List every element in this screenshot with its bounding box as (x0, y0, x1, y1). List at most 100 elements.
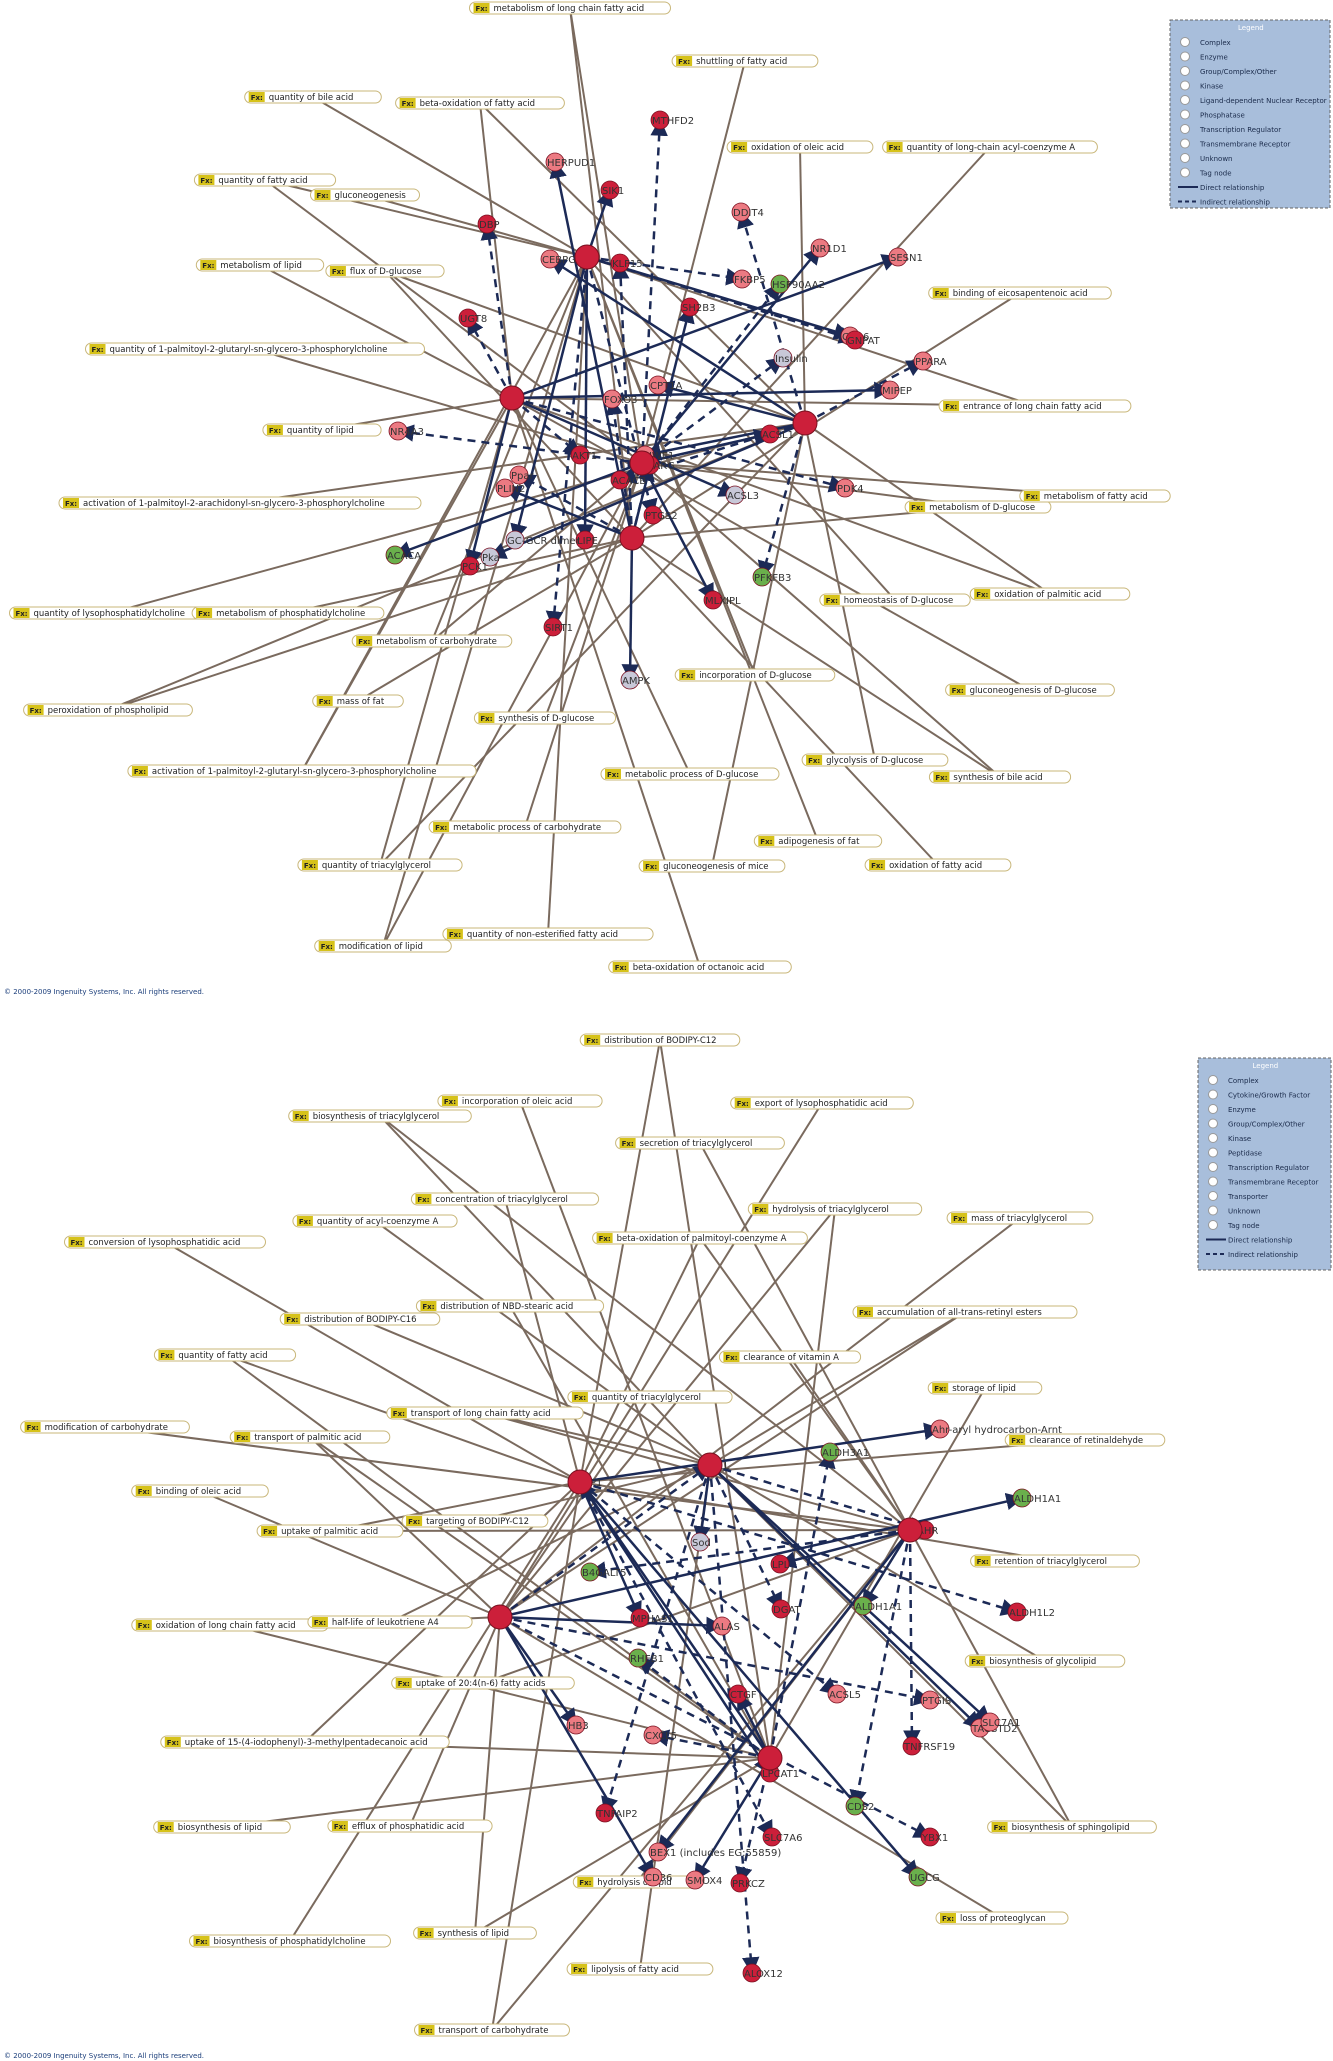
gene-node[interactable]: Ahr-aryl hydrocarbon-Arnt (930, 1419, 1062, 1439)
gene-node[interactable]: HB3 (566, 1715, 589, 1735)
function-node[interactable]: Fx:storage of lipid (927, 1381, 1043, 1395)
function-node[interactable]: Fx:metabolism of phosphatidylcholine (191, 606, 385, 620)
function-node[interactable]: Fx:oxidation of long chain fatty acid (131, 1618, 329, 1632)
function-node[interactable]: Fx:gluconeogenesis of mice (638, 859, 786, 873)
gene-node[interactable]: GNPAT (845, 330, 881, 350)
function-node[interactable]: Fx:metabolism of fatty acid (1019, 489, 1171, 503)
gene-node[interactable]: FKBP5 (732, 269, 766, 289)
gene-node[interactable]: SLC7A6 (762, 1827, 802, 1847)
function-node[interactable]: Fx:biosynthesis of sphingolipid (987, 1820, 1157, 1834)
gene-node[interactable]: BEX1 (includes EG:55859) (648, 1842, 781, 1862)
gene-node[interactable]: MPHAS1 (630, 1608, 674, 1628)
function-node[interactable]: Fx:oxidation of palmitic acid (969, 587, 1131, 601)
function-node[interactable]: Fx:quantity of fatty acid (193, 173, 337, 187)
gene-node[interactable]: SLC7A1 (980, 1712, 1020, 1732)
function-node[interactable]: Fx:synthesis of lipid (413, 1926, 537, 1940)
function-node[interactable]: Fx:synthesis of D-glucose (473, 711, 617, 725)
function-node[interactable]: Fx:distribution of NBD-stearic acid (415, 1299, 605, 1313)
gene-node[interactable]: ACACB (610, 470, 646, 490)
function-node[interactable]: Fx:targeting of BODIPY-C12 (401, 1514, 549, 1528)
function-node[interactable]: Fx:modification of lipid (314, 939, 452, 953)
function-node[interactable]: Fx:metabolism of carbohydrate (351, 634, 513, 648)
gene-node[interactable]: PTGS2 (643, 505, 678, 525)
function-node[interactable]: Fx:metabolic process of D-glucose (600, 767, 780, 781)
function-node[interactable]: Fx:uptake of palmitic acid (256, 1524, 404, 1538)
gene-node[interactable]: B4GALT5 (580, 1562, 626, 1582)
function-node[interactable]: Fx:beta-oxidation of octanoic acid (608, 960, 792, 974)
function-node[interactable]: Fx:uptake of 15-(4-iodophenyl)-3-methylp… (160, 1735, 450, 1749)
hub-node[interactable] (697, 1452, 723, 1478)
gene-node[interactable]: CPT1A (648, 375, 682, 395)
function-node[interactable]: Fx:mass of triacylglycerol (946, 1211, 1094, 1225)
function-node[interactable]: Fx:entrance of long chain fatty acid (938, 399, 1132, 413)
function-node[interactable]: Fx:biosynthesis of phosphatidylcholine (189, 1934, 391, 1948)
gene-node[interactable]: PLIN2 (495, 478, 525, 498)
function-node[interactable]: Fx:activation of 1-palmitoyl-2-glutaryl-… (127, 764, 477, 778)
function-node[interactable]: Fx:gluconeogenesis of D-glucose (945, 683, 1115, 697)
hub-node[interactable] (619, 525, 645, 551)
gene-node[interactable]: ACSL3 (725, 485, 759, 505)
function-node[interactable]: Fx:transport of carbohydrate (414, 2023, 570, 2037)
gene-node[interactable]: SIRT1 (543, 617, 573, 637)
function-node[interactable]: Fx:distribution of BODIPY-C16 (279, 1312, 441, 1326)
function-node[interactable]: Fx:shuttling of fatty acid (671, 54, 819, 68)
gene-node[interactable]: HSP90AA2 (770, 274, 825, 294)
function-node[interactable]: Fx:lipolysis of fatty acid (566, 1962, 714, 1976)
function-node[interactable]: Fx:quantity of 1-palmitoyl-2-glutaryl-sn… (85, 342, 425, 356)
gene-node[interactable]: KLF15 (610, 253, 643, 273)
gene-node[interactable]: TNFRSF19 (902, 1736, 955, 1756)
gene-node[interactable]: NR4A3 (388, 421, 424, 441)
function-node[interactable]: Fx:adipogenesis of fat (753, 834, 883, 848)
function-node[interactable]: Fx:metabolism of lipid (195, 258, 325, 272)
gene-node[interactable]: AKT1 (570, 445, 597, 465)
gene-node[interactable]: AMPK (620, 670, 650, 690)
function-node[interactable]: Fx:quantity of lipid (262, 423, 382, 437)
function-node[interactable]: Fx:binding of eicosapentenoic acid (928, 286, 1112, 300)
gene-node[interactable]: PDK4 (835, 478, 864, 498)
function-node[interactable]: Fx:peroxidation of phospholipid (23, 703, 193, 717)
function-node[interactable]: Fx:metabolism of long chain fatty acid (469, 1, 671, 15)
gene-node[interactable]: Ppar (509, 465, 535, 485)
gene-node[interactable]: LIPE (575, 530, 598, 550)
function-node[interactable]: Fx:mass of fat (312, 694, 404, 708)
function-node[interactable]: Fx:quantity of long-chain acyl-coenzyme … (882, 140, 1098, 154)
hub-node[interactable] (574, 244, 600, 270)
function-node[interactable]: Fx:half-life of leukotriene A4 (307, 1615, 473, 1629)
hub-node[interactable] (567, 1469, 593, 1495)
function-node[interactable]: Fx:oxidation of fatty acid (864, 858, 1012, 872)
function-node[interactable]: Fx:quantity of lysophosphatidylcholine (9, 606, 211, 620)
gene-node[interactable]: TNFAIP2 (595, 1803, 638, 1823)
gene-node[interactable]: ACACA (385, 545, 421, 565)
gene-node[interactable]: ACSL5 (827, 1684, 861, 1704)
gene-node[interactable]: NR1D1 (810, 238, 847, 258)
gene-node[interactable]: ALDH1A1 (1012, 1488, 1061, 1508)
function-node[interactable]: Fx:quantity of triacylglycerol (567, 1390, 733, 1404)
function-node[interactable]: Fx:glycolysis of D-glucose (801, 753, 949, 767)
function-node[interactable]: Fx:modification of carbohydrate (20, 1420, 190, 1434)
function-node[interactable]: Fx:gluconeogenesis (310, 188, 420, 202)
function-node[interactable]: Fx:quantity of bile acid (244, 90, 382, 104)
gene-node[interactable]: CD36 (643, 1867, 672, 1887)
gene-node[interactable]: PCK1 (460, 556, 488, 576)
gene-node[interactable]: UGCG (908, 1867, 940, 1887)
gene-node[interactable]: ALDH3A1 (820, 1442, 869, 1462)
gene-node[interactable]: Sod (690, 1532, 711, 1552)
gene-node[interactable]: PFKFB3 (752, 567, 791, 587)
function-node[interactable]: Fx:loss of proteoglycan (935, 1911, 1069, 1925)
function-node[interactable]: Fx:transport of long chain fatty acid (386, 1406, 584, 1420)
function-node[interactable]: Fx:quantity of acyl-coenzyme A (292, 1214, 458, 1228)
gene-node[interactable]: LPL (770, 1554, 790, 1574)
function-node[interactable]: Fx:metabolic process of carbohydrate (428, 820, 622, 834)
function-node[interactable]: Fx:concentration of triacylglycerol (410, 1192, 600, 1206)
gene-node[interactable]: FOXO3 (602, 389, 637, 409)
gene-node[interactable]: ALDH1L2 (1007, 1602, 1055, 1622)
function-node[interactable]: Fx:quantity of non-esterified fatty acid (442, 927, 654, 941)
gene-node[interactable]: DBP (477, 214, 500, 234)
gene-node[interactable]: SIK1 (600, 180, 624, 200)
gene-node[interactable]: HERPUD1 (545, 152, 595, 172)
function-node[interactable]: Fx:biosynthesis of triacylglycerol (288, 1109, 472, 1123)
gene-node[interactable]: ACSL1 (760, 424, 794, 444)
function-node[interactable]: Fx:clearance of retinaldehyde (1004, 1433, 1166, 1447)
gene-node[interactable]: YBX1 (920, 1827, 948, 1847)
function-node[interactable]: Fx:beta-oxidation of fatty acid (395, 96, 565, 110)
